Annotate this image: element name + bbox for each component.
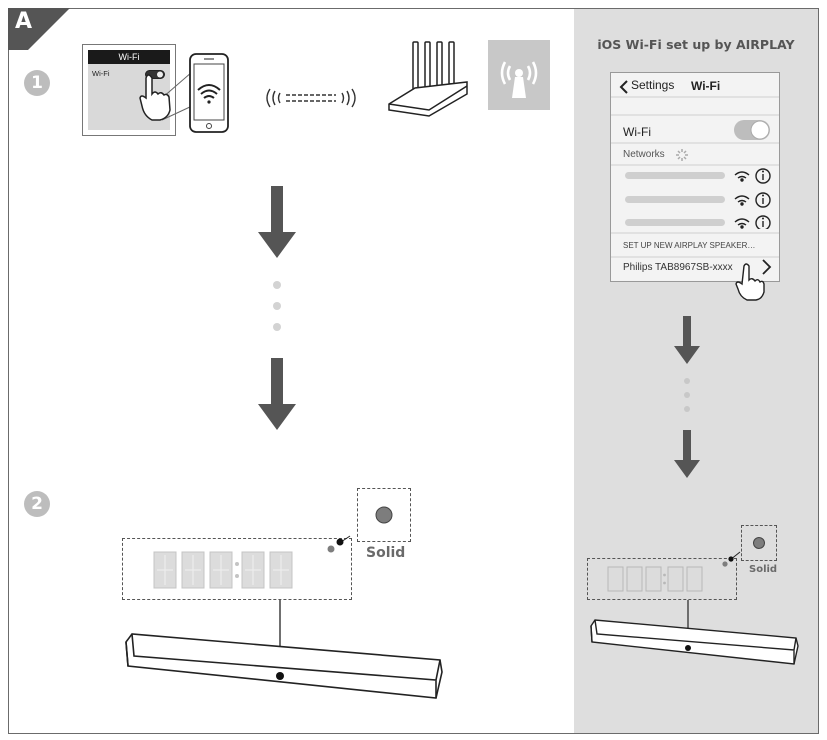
down-arrow-icon	[258, 186, 296, 258]
figure-frame	[8, 8, 819, 734]
spinner-icon	[676, 149, 688, 161]
ios-wifi-screen: Settings Wi-Fi Wi-Fi Networks	[610, 72, 780, 282]
ios-device-name: Philips TAB8967SB-xxxx	[623, 262, 733, 273]
status-led	[722, 551, 741, 567]
ios-networks-label: Networks	[623, 149, 665, 160]
figure-label: A	[15, 9, 33, 34]
display-callout	[587, 558, 737, 600]
ios-wifi-label: Wi-Fi	[623, 125, 651, 139]
ios-screen-title: Wi-Fi	[691, 79, 721, 93]
router-icon	[388, 41, 468, 117]
figure-label-badge	[8, 8, 70, 50]
step-number-2: 2	[24, 491, 50, 517]
signal-waves-icon	[266, 88, 356, 108]
led-zoom-box	[741, 525, 777, 561]
progress-dots	[684, 378, 690, 412]
status-led	[327, 535, 351, 553]
network-status-icons	[734, 168, 771, 229]
chevron-right-icon	[762, 259, 772, 275]
broadcast-tower-icon	[500, 61, 538, 98]
wifi-settings-row-label: Wi-Fi	[92, 69, 110, 78]
indicator-state-label: Solid	[749, 564, 778, 575]
soundbar-icon	[590, 600, 799, 665]
phone-with-hand	[139, 53, 229, 133]
toggle-icon	[734, 120, 770, 140]
down-arrow-icon	[674, 430, 700, 478]
led-zoom-icon	[753, 537, 765, 549]
segment-display	[153, 551, 293, 589]
soundbar-icon	[125, 600, 443, 699]
hand-pointer-icon	[735, 263, 765, 301]
down-arrow-icon	[258, 358, 296, 430]
wifi-icon	[197, 84, 221, 104]
segment-display	[607, 566, 703, 592]
ios-screen-dividers	[611, 96, 779, 258]
hand-pointer-icon	[139, 74, 171, 121]
down-arrow-icon	[674, 316, 700, 364]
indicator-state-label: Solid	[366, 545, 406, 561]
led-zoom-box	[357, 488, 411, 542]
display-callout	[122, 538, 352, 600]
ios-back-label: Settings	[631, 78, 675, 92]
connector-lines	[161, 71, 193, 121]
led-zoom-icon	[375, 506, 393, 524]
ios-panel-title: iOS Wi-Fi set up by AIRPLAY	[597, 37, 795, 52]
chevron-left-icon	[619, 80, 628, 94]
phone-icon	[189, 53, 229, 133]
ios-setup-speaker-label: SET UP NEW AIRPLAY SPEAKER…	[623, 241, 756, 250]
step-number-1: 1	[24, 70, 50, 96]
progress-dots	[273, 281, 281, 331]
wifi-settings-header: Wi-Fi	[88, 50, 170, 64]
